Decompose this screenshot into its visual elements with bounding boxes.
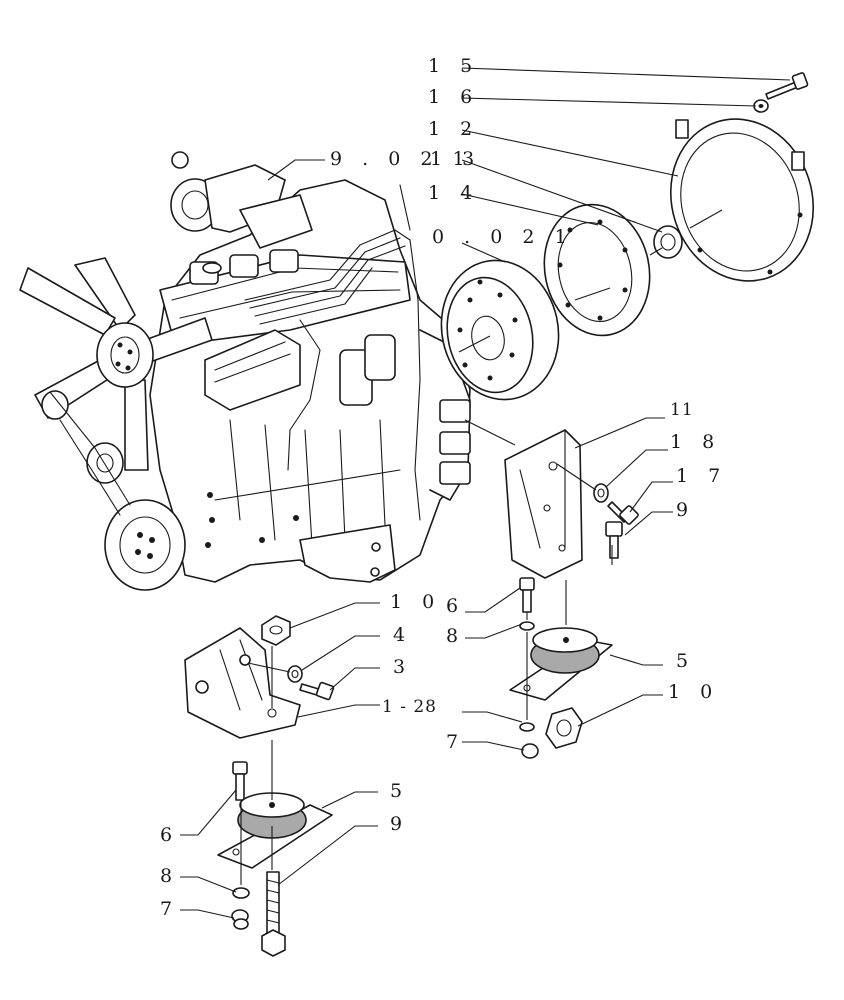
callout-10-left: 1 0 bbox=[390, 591, 441, 613]
callout-18: 1 8 bbox=[670, 431, 721, 453]
bracket-left bbox=[184, 627, 301, 739]
callout-3: 3 bbox=[393, 656, 412, 678]
callout-labels: 1 5 1 6 1 2 9 . 0 2 1 1 3 1 4 0 . 0 2 1 … bbox=[160, 55, 727, 920]
callout-13: 1 3 bbox=[430, 148, 481, 170]
bolt-3 bbox=[299, 681, 335, 701]
callout-11: 11 bbox=[670, 400, 694, 420]
callout-7-right: 7 bbox=[446, 731, 465, 753]
callout-12: 1 2 bbox=[428, 118, 479, 140]
nut-16 bbox=[753, 99, 769, 113]
callout-5-left: 5 bbox=[390, 780, 409, 802]
bolt-6-left bbox=[232, 761, 248, 801]
callout-leaders bbox=[180, 67, 791, 919]
assembly-axis-lines bbox=[240, 209, 723, 885]
bolt-6-right bbox=[519, 577, 535, 613]
callout-6-right: 6 bbox=[446, 595, 465, 617]
callout-1-28: 1 - 28 bbox=[382, 697, 437, 717]
ring-gear bbox=[543, 203, 651, 337]
washer-4 bbox=[287, 665, 303, 683]
callout-6-left: 6 bbox=[160, 824, 179, 846]
bolt-9-upper bbox=[605, 521, 623, 559]
flywheel bbox=[440, 259, 560, 401]
callout-5-right: 5 bbox=[676, 650, 695, 672]
mount-5-right bbox=[509, 627, 613, 701]
callout-15: 1 5 bbox=[428, 55, 479, 77]
washer-8-left bbox=[232, 887, 250, 899]
washer-8-right bbox=[519, 621, 535, 631]
nut-10-right bbox=[545, 707, 583, 749]
bolt-17 bbox=[607, 501, 639, 525]
callout-17: 1 7 bbox=[676, 465, 727, 487]
pilot-bearing bbox=[653, 225, 683, 259]
washer-7-right bbox=[519, 722, 539, 759]
engine-assembly bbox=[19, 151, 471, 591]
washer-18 bbox=[593, 483, 609, 503]
callout-14: 1 4 bbox=[428, 182, 479, 204]
callout-8-right: 8 bbox=[446, 625, 465, 647]
bracket-right bbox=[504, 429, 583, 579]
flywheel-housing bbox=[669, 118, 815, 282]
nut-10-left bbox=[261, 615, 291, 646]
callout-9-upper: 9 bbox=[676, 499, 695, 521]
callout-9-lower: 9 bbox=[390, 813, 409, 835]
callout-0-021: 0 . 0 2 1 bbox=[432, 226, 574, 248]
callout-7-left: 7 bbox=[160, 898, 179, 920]
bolt-9-lower bbox=[261, 871, 286, 957]
callout-9-021: 9 . 0 2 1 bbox=[330, 148, 472, 170]
callout-10-right: 1 0 bbox=[668, 681, 719, 703]
callout-4: 4 bbox=[393, 624, 412, 646]
callout-8-left: 8 bbox=[160, 865, 179, 887]
callout-16: 1 6 bbox=[428, 86, 479, 108]
washer-7-left bbox=[231, 909, 249, 930]
mount-5-left bbox=[217, 792, 333, 869]
bolt-15 bbox=[765, 72, 809, 100]
